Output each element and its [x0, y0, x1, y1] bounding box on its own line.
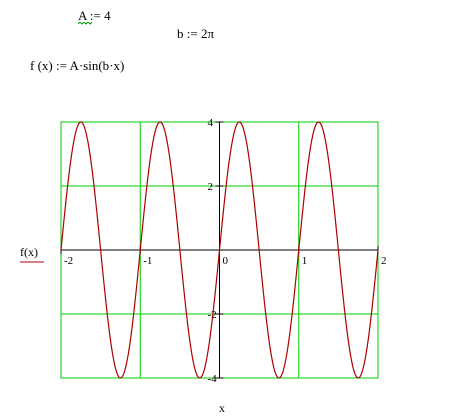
y-tick-label: 4 [208, 117, 214, 129]
definition-b[interactable]: b := 2π [177, 26, 214, 42]
variable-A-warning: A := 4 [78, 8, 111, 25]
definition-A[interactable]: A := 4 [78, 8, 111, 25]
redefinition-warning-squiggle-icon [78, 22, 92, 25]
x-tick-label: 0 [223, 255, 229, 267]
plot-tick-labels: -2 -1 0 1 2 4 2 -2 -4 [64, 117, 387, 385]
x-tick-label: -1 [143, 255, 152, 267]
definition-f-text: f (x) := A·sin(b·x) [30, 58, 125, 73]
series-line-f [60, 121, 379, 379]
y-tick-label: -4 [208, 373, 218, 385]
y-tick-label: -2 [208, 309, 217, 321]
definition-b-text: b := 2π [177, 26, 215, 41]
x-tick-label: 1 [302, 255, 308, 267]
x-tick-label: -2 [64, 255, 73, 267]
plot-curve-layer [60, 121, 379, 379]
definition-f[interactable]: f (x) := A·sin(b·x) [30, 58, 124, 74]
y-axis-label[interactable]: f(x) [20, 245, 38, 259]
definition-A-text: A := 4 [78, 8, 111, 23]
y-tick-label: 2 [208, 181, 214, 193]
x-axis-label[interactable]: x [219, 401, 225, 415]
x-tick-label: 2 [381, 255, 387, 267]
